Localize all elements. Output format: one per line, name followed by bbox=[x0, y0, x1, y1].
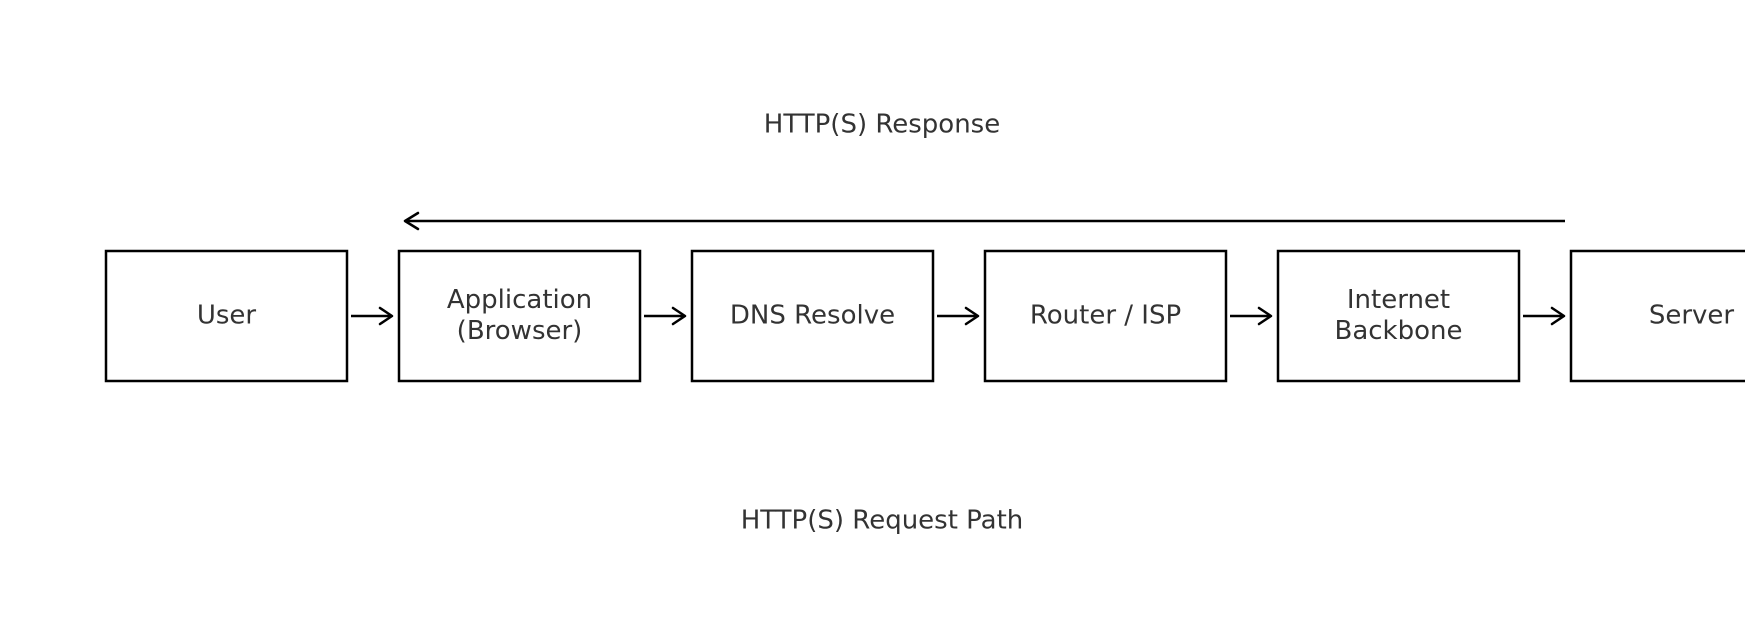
node-router-label: Router / ISP bbox=[1030, 301, 1181, 331]
node-backbone-label-line: Internet bbox=[1347, 285, 1450, 315]
request-arrow-user-to-application bbox=[351, 306, 394, 326]
request-path-label: HTTP(S) Request Path bbox=[741, 506, 1024, 536]
node-router-label-line: Router / ISP bbox=[1030, 301, 1181, 331]
request-arrow-dns-to-router bbox=[937, 306, 980, 326]
request-arrow-application-to-dns bbox=[644, 306, 687, 326]
node-server-label-line: Server bbox=[1649, 301, 1735, 331]
node-backbone-box bbox=[1276, 249, 1521, 383]
node-router-box bbox=[983, 249, 1228, 383]
node-dns-box bbox=[690, 249, 935, 383]
node-dns-label: DNS Resolve bbox=[730, 301, 895, 331]
node-application-label: Application(Browser) bbox=[447, 285, 592, 346]
node-server-label: Server bbox=[1649, 301, 1735, 331]
node-user-label: User bbox=[197, 301, 257, 331]
node-dns: DNS Resolve bbox=[690, 249, 935, 383]
request-arrows bbox=[351, 306, 1566, 326]
node-user-label-line: User bbox=[197, 301, 257, 331]
node-user: User bbox=[104, 249, 349, 383]
node-server: Server bbox=[1569, 249, 1745, 383]
node-dns-label-line: DNS Resolve bbox=[730, 301, 895, 331]
diagram-nodes: User Application(Browser) DNS Resolve Route… bbox=[104, 249, 1745, 383]
node-application: Application(Browser) bbox=[397, 249, 642, 383]
request-arrow-router-to-backbone bbox=[1230, 306, 1273, 326]
node-application-label-line: (Browser) bbox=[457, 316, 583, 346]
node-router: Router / ISP bbox=[983, 249, 1228, 383]
node-user-box bbox=[104, 249, 349, 383]
request-arrow-backbone-to-server bbox=[1523, 306, 1566, 326]
response-label: HTTP(S) Response bbox=[764, 110, 1000, 140]
response-arrow bbox=[403, 211, 1565, 231]
node-application-label-line: Application bbox=[447, 285, 592, 315]
node-application-box bbox=[397, 249, 642, 383]
node-backbone-label-line: Backbone bbox=[1334, 316, 1462, 346]
node-server-box bbox=[1569, 249, 1745, 383]
